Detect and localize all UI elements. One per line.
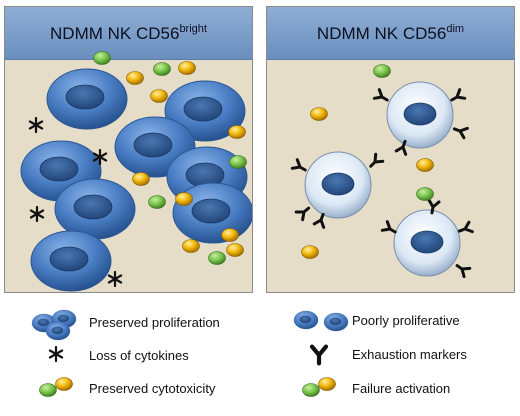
yellow-granule-icon [416,158,434,172]
legend-preserved-cytotoxicity: Preserved cytotoxicity [89,381,216,396]
green-granule-icon [373,64,391,78]
legend-granules-icon [302,377,336,397]
green-granule-icon [93,51,111,65]
yellow-granule-icon [301,245,319,259]
legend-exhaustion-markers: Exhaustion markers [352,347,467,362]
yellow-granule-icon [228,125,246,139]
yellow-granule-icon [221,228,239,242]
legend: Preserved proliferation Loss of cytokine… [0,293,520,416]
asterisk-icon [28,116,44,134]
legend-preserved-proliferation: Preserved proliferation [89,315,220,330]
cd56-bright-title: NDMM NK CD56bright [50,23,207,43]
nk-bright-cell-icon [30,230,112,292]
yellow-granule-icon [126,71,144,85]
green-granule-icon [208,251,226,265]
legend-loss-of-cytokines: Loss of cytokines [89,348,189,363]
cd56-dim-title: NDMM NK CD56dim [316,23,465,43]
yellow-granule-icon [175,192,193,206]
nk-bright-cell-icon [54,178,136,240]
green-granule-icon [416,187,434,201]
yellow-granule-icon [182,239,200,253]
cd56-bright-panel: NDMM NK CD56bright [4,6,253,293]
legend-receptor-icon [312,347,326,364]
cd56-bright-illustration [20,51,252,292]
nk-dim-cell-icon [290,151,385,229]
yellow-granule-icon [310,107,328,121]
asterisk-icon [107,270,123,288]
cd56-dim-illustration [290,64,474,279]
nk-dim-cell-icon [372,81,469,156]
nk-bright-cell-icon [172,182,252,244]
green-granule-icon [229,155,247,169]
legend-granules-icon [39,377,73,397]
green-granule-icon [153,62,171,76]
cd56-bright-header: NDMM NK CD56bright [5,7,252,60]
legend-failure-activation: Failure activation [352,381,451,396]
legend-dim-cells-icon [293,310,349,332]
green-granule-icon [148,195,166,209]
yellow-granule-icon [150,89,168,103]
yellow-granule-icon [132,172,150,186]
yellow-granule-icon [226,243,244,257]
legend-bright-cells-icon [31,309,77,341]
cd56-dim-header: NDMM NK CD56dim [267,7,514,60]
nk-bright-cell-icon [46,68,128,130]
legend-poorly-proliferative: Poorly proliferative [352,313,460,328]
asterisk-icon [29,205,45,223]
cd56-dim-panel: NDMM NK CD56dim [266,6,515,293]
yellow-granule-icon [178,61,196,75]
nk-dim-cell-icon [380,198,474,279]
legend-asterisk-icon [48,345,64,363]
